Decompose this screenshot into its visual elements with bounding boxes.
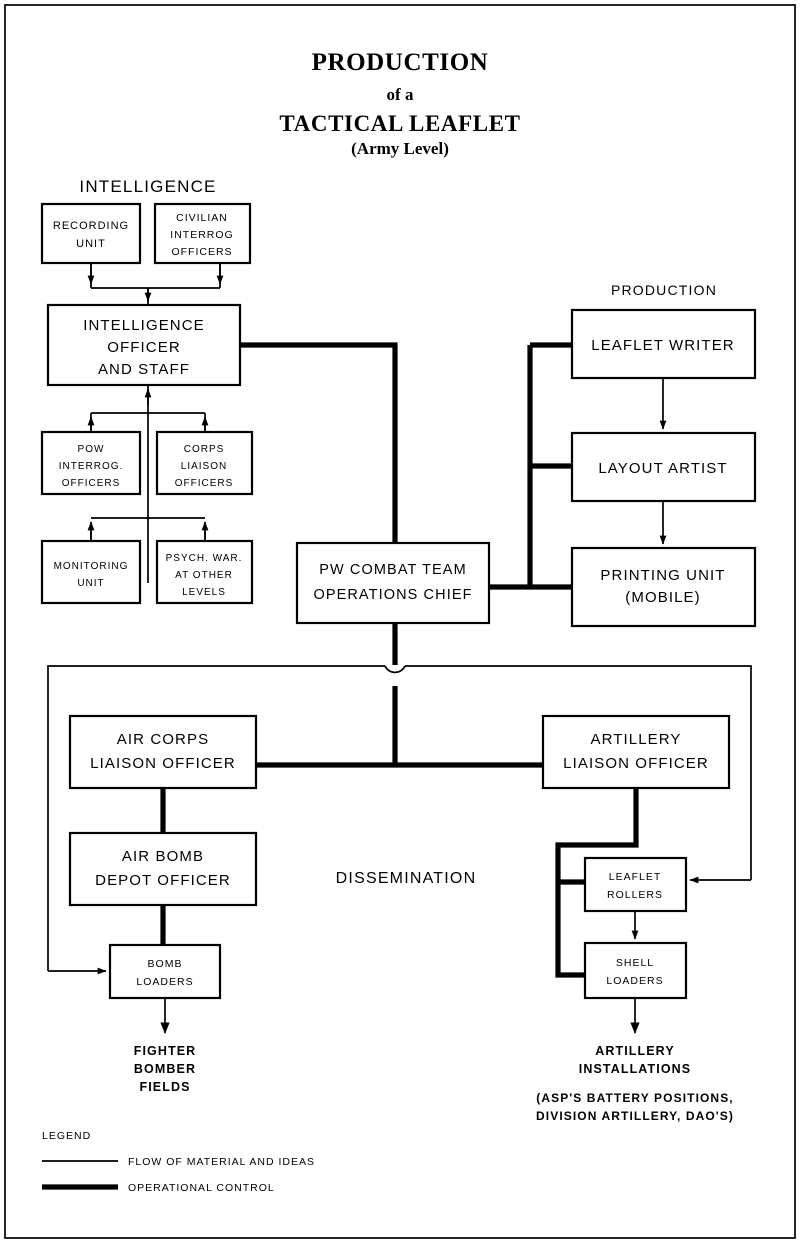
box-air-corps-liaison-officer[interactable] — [68, 714, 258, 790]
box-air-corps-line-2: LIAISON OFFICER — [90, 755, 236, 772]
title-line-2: of a — [387, 85, 414, 104]
terminal-artillery-note-line-2: DIVISION ARTILLERY, DAO'S) — [536, 1109, 734, 1123]
terminal-artillery-line-2: INSTALLATIONS — [579, 1062, 691, 1076]
box-intel-officer-line-3: AND STAFF — [98, 361, 190, 378]
title-line-4: (Army Level) — [351, 139, 449, 158]
section-heading-production: PRODUCTION — [611, 282, 717, 298]
box-corps-line-2: LIAISON — [181, 461, 227, 472]
box-psychwar-line-3: LEVELS — [182, 587, 226, 598]
box-layout-artist[interactable] — [570, 431, 757, 503]
box-pow-line-2: INTERROG. — [59, 461, 124, 472]
terminal-artillery-line-1: ARTILLERY — [595, 1044, 675, 1058]
box-shell-loaders-line-2: LOADERS — [606, 975, 663, 987]
title-line-1: PRODUCTION — [312, 49, 489, 76]
box-intel-officer-line-2: OFFICER — [107, 339, 181, 356]
box-shell-loaders[interactable] — [583, 941, 688, 1000]
box-pw-combat-team[interactable] — [295, 541, 491, 625]
legend-label-1: OPERATIONAL CONTROL — [128, 1182, 275, 1194]
box-leaflet-writer-line-1: LEAFLET WRITER — [591, 337, 734, 354]
box-leaflet-rollers-line-1: LEAFLET — [609, 871, 662, 883]
box-leaflet-rollers[interactable] — [583, 856, 688, 913]
line-hop-bridge — [384, 665, 406, 674]
legend-label-0: FLOW OF MATERIAL AND IDEAS — [128, 1156, 315, 1168]
control-intel-to-pw-combat — [240, 342, 398, 543]
box-printing-unit[interactable] — [570, 546, 757, 628]
box-civilian-interrog-officers[interactable] — [153, 202, 252, 265]
box-bomb-loaders-line-1: BOMB — [148, 958, 183, 970]
box-pw-combat-line-2: OPERATIONS CHIEF — [313, 587, 472, 603]
box-pw-combat-line-1: PW COMBAT TEAM — [319, 562, 467, 578]
box-air-corps-line-1: AIR CORPS — [117, 731, 209, 748]
box-artillery-liaison-line-1: ARTILLERY — [590, 731, 681, 748]
box-corps-line-1: CORPS — [184, 444, 225, 455]
box-civilian-interrog-line-3: OFFICERS — [171, 246, 232, 258]
control-artillery-bracket — [555, 788, 639, 978]
box-pow-line-1: POW — [78, 444, 105, 455]
box-psychwar-line-2: AT OTHER — [175, 570, 233, 581]
box-layout-artist-line-1: LAYOUT ARTIST — [598, 460, 727, 477]
box-intelligence-officer-and-staff[interactable] — [46, 303, 242, 387]
section-heading-intelligence: INTELLIGENCE — [79, 177, 216, 196]
box-psychwar-line-1: PSYCH. WAR. — [166, 553, 243, 564]
terminal-fighter-bomber-line-1: FIGHTER — [134, 1044, 197, 1058]
box-printing-unit-line-2: (MOBILE) — [625, 589, 700, 606]
box-recording-unit[interactable] — [40, 202, 142, 265]
box-air-bomb-line-1: AIR BOMB — [122, 848, 204, 865]
box-bomb-loaders-line-2: LOADERS — [136, 976, 193, 988]
frame-dissemination-left — [47, 665, 385, 971]
legend-heading: LEGEND — [42, 1130, 91, 1142]
box-recording-unit-line-1: RECORDING — [53, 220, 129, 232]
box-printing-unit-line-1: PRINTING UNIT — [600, 567, 725, 584]
box-air-bomb-depot-officer[interactable] — [68, 831, 258, 907]
box-intel-officer-line-1: INTELLIGENCE — [83, 317, 205, 334]
box-artillery-liaison-line-2: LIAISON OFFICER — [563, 755, 709, 772]
box-pow-line-3: OFFICERS — [62, 478, 121, 489]
box-artillery-liaison-officer[interactable] — [541, 714, 731, 790]
terminal-artillery-note-line-1: (ASP'S BATTERY POSITIONS, — [536, 1091, 734, 1105]
box-monitoring-line-1: MONITORING — [54, 561, 129, 572]
box-psych-war-other-levels[interactable] — [155, 539, 254, 605]
box-civilian-interrog-line-1: CIVILIAN — [176, 212, 228, 224]
box-leaflet-rollers-line-2: ROLLERS — [607, 889, 663, 901]
connector-intel-top-bus — [90, 263, 221, 305]
box-recording-unit-line-2: UNIT — [76, 238, 106, 250]
page-border — [4, 4, 796, 1239]
box-civilian-interrog-line-2: INTERROG — [170, 229, 233, 241]
box-monitoring-unit[interactable] — [40, 539, 142, 605]
terminal-fighter-bomber-line-2: BOMBER — [134, 1062, 196, 1076]
box-shell-loaders-line-1: SHELL — [616, 957, 654, 969]
box-corps-liaison-officers[interactable] — [155, 430, 254, 496]
terminal-fighter-bomber-line-3: FIELDS — [139, 1080, 190, 1094]
box-monitoring-line-2: UNIT — [77, 578, 104, 589]
title-line-3: TACTICAL LEAFLET — [279, 111, 520, 136]
box-pow-interrog-officers[interactable] — [40, 430, 142, 496]
frame-dissemination-right — [405, 665, 752, 880]
box-air-bomb-line-2: DEPOT OFFICER — [95, 872, 231, 889]
box-corps-line-3: OFFICERS — [175, 478, 234, 489]
section-heading-dissemination: DISSEMINATION — [336, 870, 477, 887]
box-bomb-loaders[interactable] — [108, 943, 222, 1000]
